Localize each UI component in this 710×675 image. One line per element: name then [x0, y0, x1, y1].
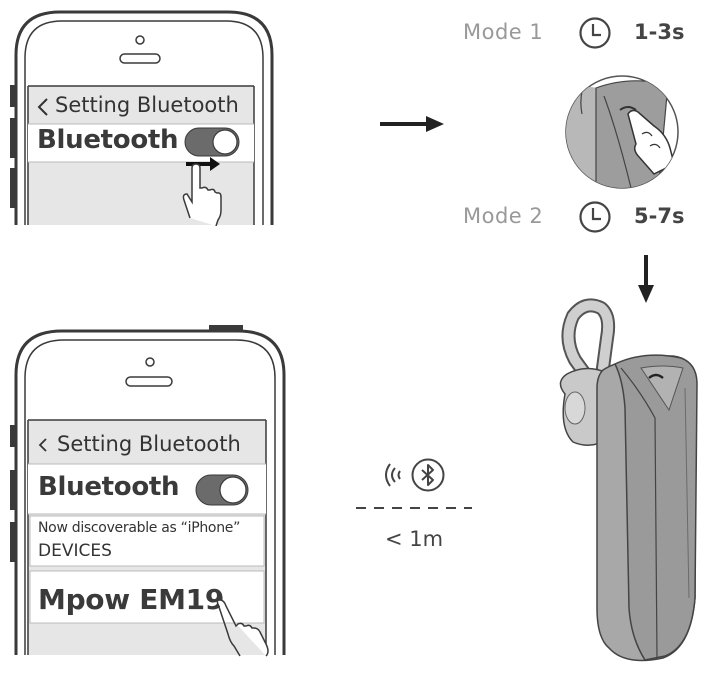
bluetooth-label: Bluetooth	[38, 472, 180, 502]
nav-title: Setting Bluetooth	[55, 93, 239, 117]
back-chevron-icon[interactable]	[37, 97, 49, 117]
clock-icon	[579, 17, 611, 49]
mode-2-label: Mode 2	[463, 204, 544, 228]
mode-2-duration: 5-7s	[634, 204, 685, 228]
mode-1-duration: 1-3s	[634, 20, 685, 44]
clock-icon	[579, 201, 611, 233]
hand-pointer-icon	[216, 599, 269, 657]
discoverable-text: Now discoverable as “iPhone”	[38, 520, 241, 536]
arrow-down-icon	[638, 255, 654, 303]
bluetooth-toggle[interactable]	[184, 127, 240, 157]
bluetooth-toggle[interactable]	[195, 474, 249, 506]
device-list-item[interactable]: Mpow EM19	[38, 583, 225, 616]
mode-1-label: Mode 1	[463, 20, 544, 44]
back-chevron-icon[interactable]	[38, 437, 48, 453]
devices-header: DEVICES	[38, 541, 112, 561]
bluetooth-label: Bluetooth	[37, 125, 179, 155]
nav-title: Setting Bluetooth	[57, 432, 241, 456]
headset-icon	[559, 298, 698, 662]
button-press-zoom	[565, 75, 679, 189]
bluetooth-icon	[411, 458, 445, 492]
hand-pointer-icon	[182, 157, 222, 226]
signal-waves-icon	[385, 463, 401, 487]
distance-line	[356, 507, 472, 509]
distance-label: < 1m	[385, 527, 444, 551]
arrow-right-icon	[380, 116, 444, 132]
